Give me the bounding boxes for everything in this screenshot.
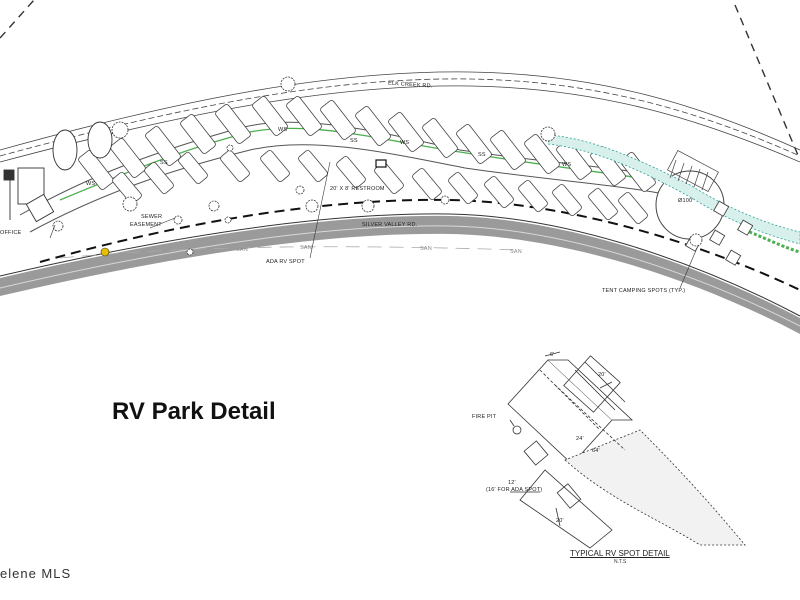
sewer-code-label: SAN (300, 245, 312, 251)
tree (540, 126, 556, 142)
detail-title: TYPICAL RV SPOT DETAIL (570, 549, 670, 558)
tree (122, 196, 138, 212)
rv-spot (552, 184, 582, 216)
tree (305, 199, 319, 213)
typical-rv-spot-detail (507, 351, 746, 549)
rv-spot (412, 168, 442, 200)
rv-spot (110, 138, 146, 178)
dimension-20-bottom: 20' (556, 518, 564, 524)
leader-lines (49, 161, 698, 289)
rv-spot (588, 188, 618, 220)
sewer-easement-label-1: SEWER (141, 214, 163, 220)
mls-watermark: elene MLS (0, 566, 72, 581)
rv-spot (518, 180, 548, 212)
road-label-silver-valley: SILVER VALLEY RD. (362, 222, 418, 228)
rv-spot (180, 114, 216, 154)
rv-spot (484, 176, 514, 208)
rv-spot (456, 124, 492, 164)
tree (226, 144, 234, 152)
rv-spot (320, 100, 356, 140)
tree (440, 195, 450, 205)
dimension-64: 64' (592, 448, 600, 454)
rv-spot (355, 106, 391, 146)
pipe-label-ws: WS (86, 181, 96, 187)
dimension-24: 24' (576, 436, 584, 442)
rv-spot (422, 118, 458, 158)
pipe-label-ss: SS (160, 160, 168, 166)
property-lines (0, 0, 800, 161)
sewer-code-label: SAN (236, 247, 248, 253)
tree (111, 121, 129, 139)
rv-spot (112, 172, 142, 204)
rv-spot (260, 150, 290, 182)
pipe-label-ws: WS (278, 127, 288, 133)
office-buildings (3, 121, 113, 223)
tent-spots-label: TENT CAMPING SPOTS (TYP.) (602, 288, 686, 294)
tree (361, 199, 375, 213)
rv-spot-row (78, 96, 656, 224)
dimension-20-top: 20' (598, 372, 606, 378)
tree (186, 248, 194, 256)
rv-spot (336, 156, 366, 188)
dimension-12: 12' (508, 480, 516, 486)
trees (52, 76, 703, 256)
rv-spot (215, 104, 251, 144)
rv-spot (78, 150, 114, 190)
tree (224, 216, 232, 224)
rv-spot (252, 96, 288, 136)
rv-spot (145, 126, 181, 166)
rv-spot (490, 130, 526, 170)
office-label: OFFICE (0, 230, 22, 236)
tree (52, 220, 64, 232)
rv-spot (524, 134, 560, 174)
restroom-label: 20' X 8' RESTROOM (330, 186, 385, 192)
pipe-label-ws: WS (400, 140, 410, 146)
tree (295, 185, 305, 195)
sewer-line (59, 246, 521, 259)
creek (547, 134, 800, 245)
rv-spot (286, 96, 322, 136)
tree (280, 76, 296, 92)
silver-valley-road (0, 213, 800, 334)
dimension-16-ada: (16' FOR ADA SPOT) (486, 487, 543, 493)
sewer-code-label: SAN (510, 249, 522, 255)
sewer-code-label: SAN (420, 246, 432, 252)
tree (173, 215, 183, 225)
restroom-building (375, 159, 387, 168)
pipe-label-ss: SS (478, 152, 486, 158)
pipe-label-ws: WS (562, 162, 572, 168)
rv-spot (144, 162, 174, 194)
rv-spot (448, 172, 478, 204)
ada-spot-label: ADA RV SPOT (266, 259, 305, 265)
detail-subtitle: N.T.S (614, 559, 627, 565)
rv-spot (220, 150, 250, 182)
fire-pit-label: FIRE PIT (472, 414, 497, 420)
page-title: RV Park Detail (112, 398, 276, 425)
stairs (667, 150, 719, 192)
ada-marker (100, 247, 110, 257)
pipe-label-ss: SS (350, 138, 358, 144)
tree (208, 200, 220, 212)
dimension-6: 6' (550, 352, 555, 358)
rv-spot (388, 112, 424, 152)
tree (689, 233, 703, 247)
sewer-easement-label-2: EASEMENT (130, 222, 162, 228)
rv-spot (618, 192, 648, 224)
circle-dimension-label: Ø100' (678, 198, 694, 204)
elk-creek-road (0, 71, 800, 163)
rv-spot (178, 152, 208, 184)
rv-spot (298, 150, 328, 182)
